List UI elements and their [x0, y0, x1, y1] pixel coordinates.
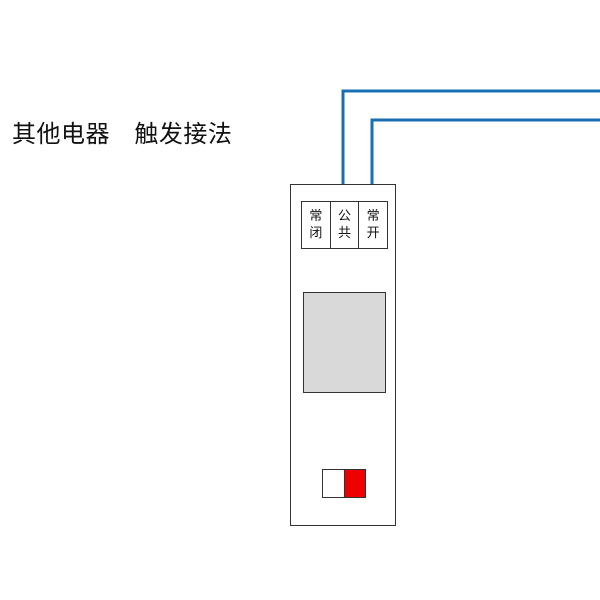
terminal-normally-closed: 常 闭 [302, 202, 331, 248]
indicator-on-segment [344, 470, 365, 497]
terminal-label: 开 [366, 226, 380, 241]
relay-device: 常 闭 公 共 常 开 [290, 184, 396, 526]
terminal-label: 共 [338, 226, 352, 241]
terminal-common: 公 共 [331, 202, 360, 248]
indicator-off-segment [323, 470, 345, 497]
status-indicator [322, 469, 366, 498]
wire-normally-open [370, 118, 600, 206]
terminal-label: 闭 [309, 226, 323, 241]
display-window [303, 292, 386, 393]
diagram-title: 其他电器 触发接法 [12, 120, 233, 148]
terminal-label: 公 [338, 209, 352, 224]
wire-common [341, 89, 600, 206]
terminal-label: 常 [366, 209, 380, 224]
terminal-block: 常 闭 公 共 常 开 [301, 201, 388, 249]
terminal-normally-open: 常 开 [359, 202, 387, 248]
terminal-label: 常 [309, 209, 323, 224]
